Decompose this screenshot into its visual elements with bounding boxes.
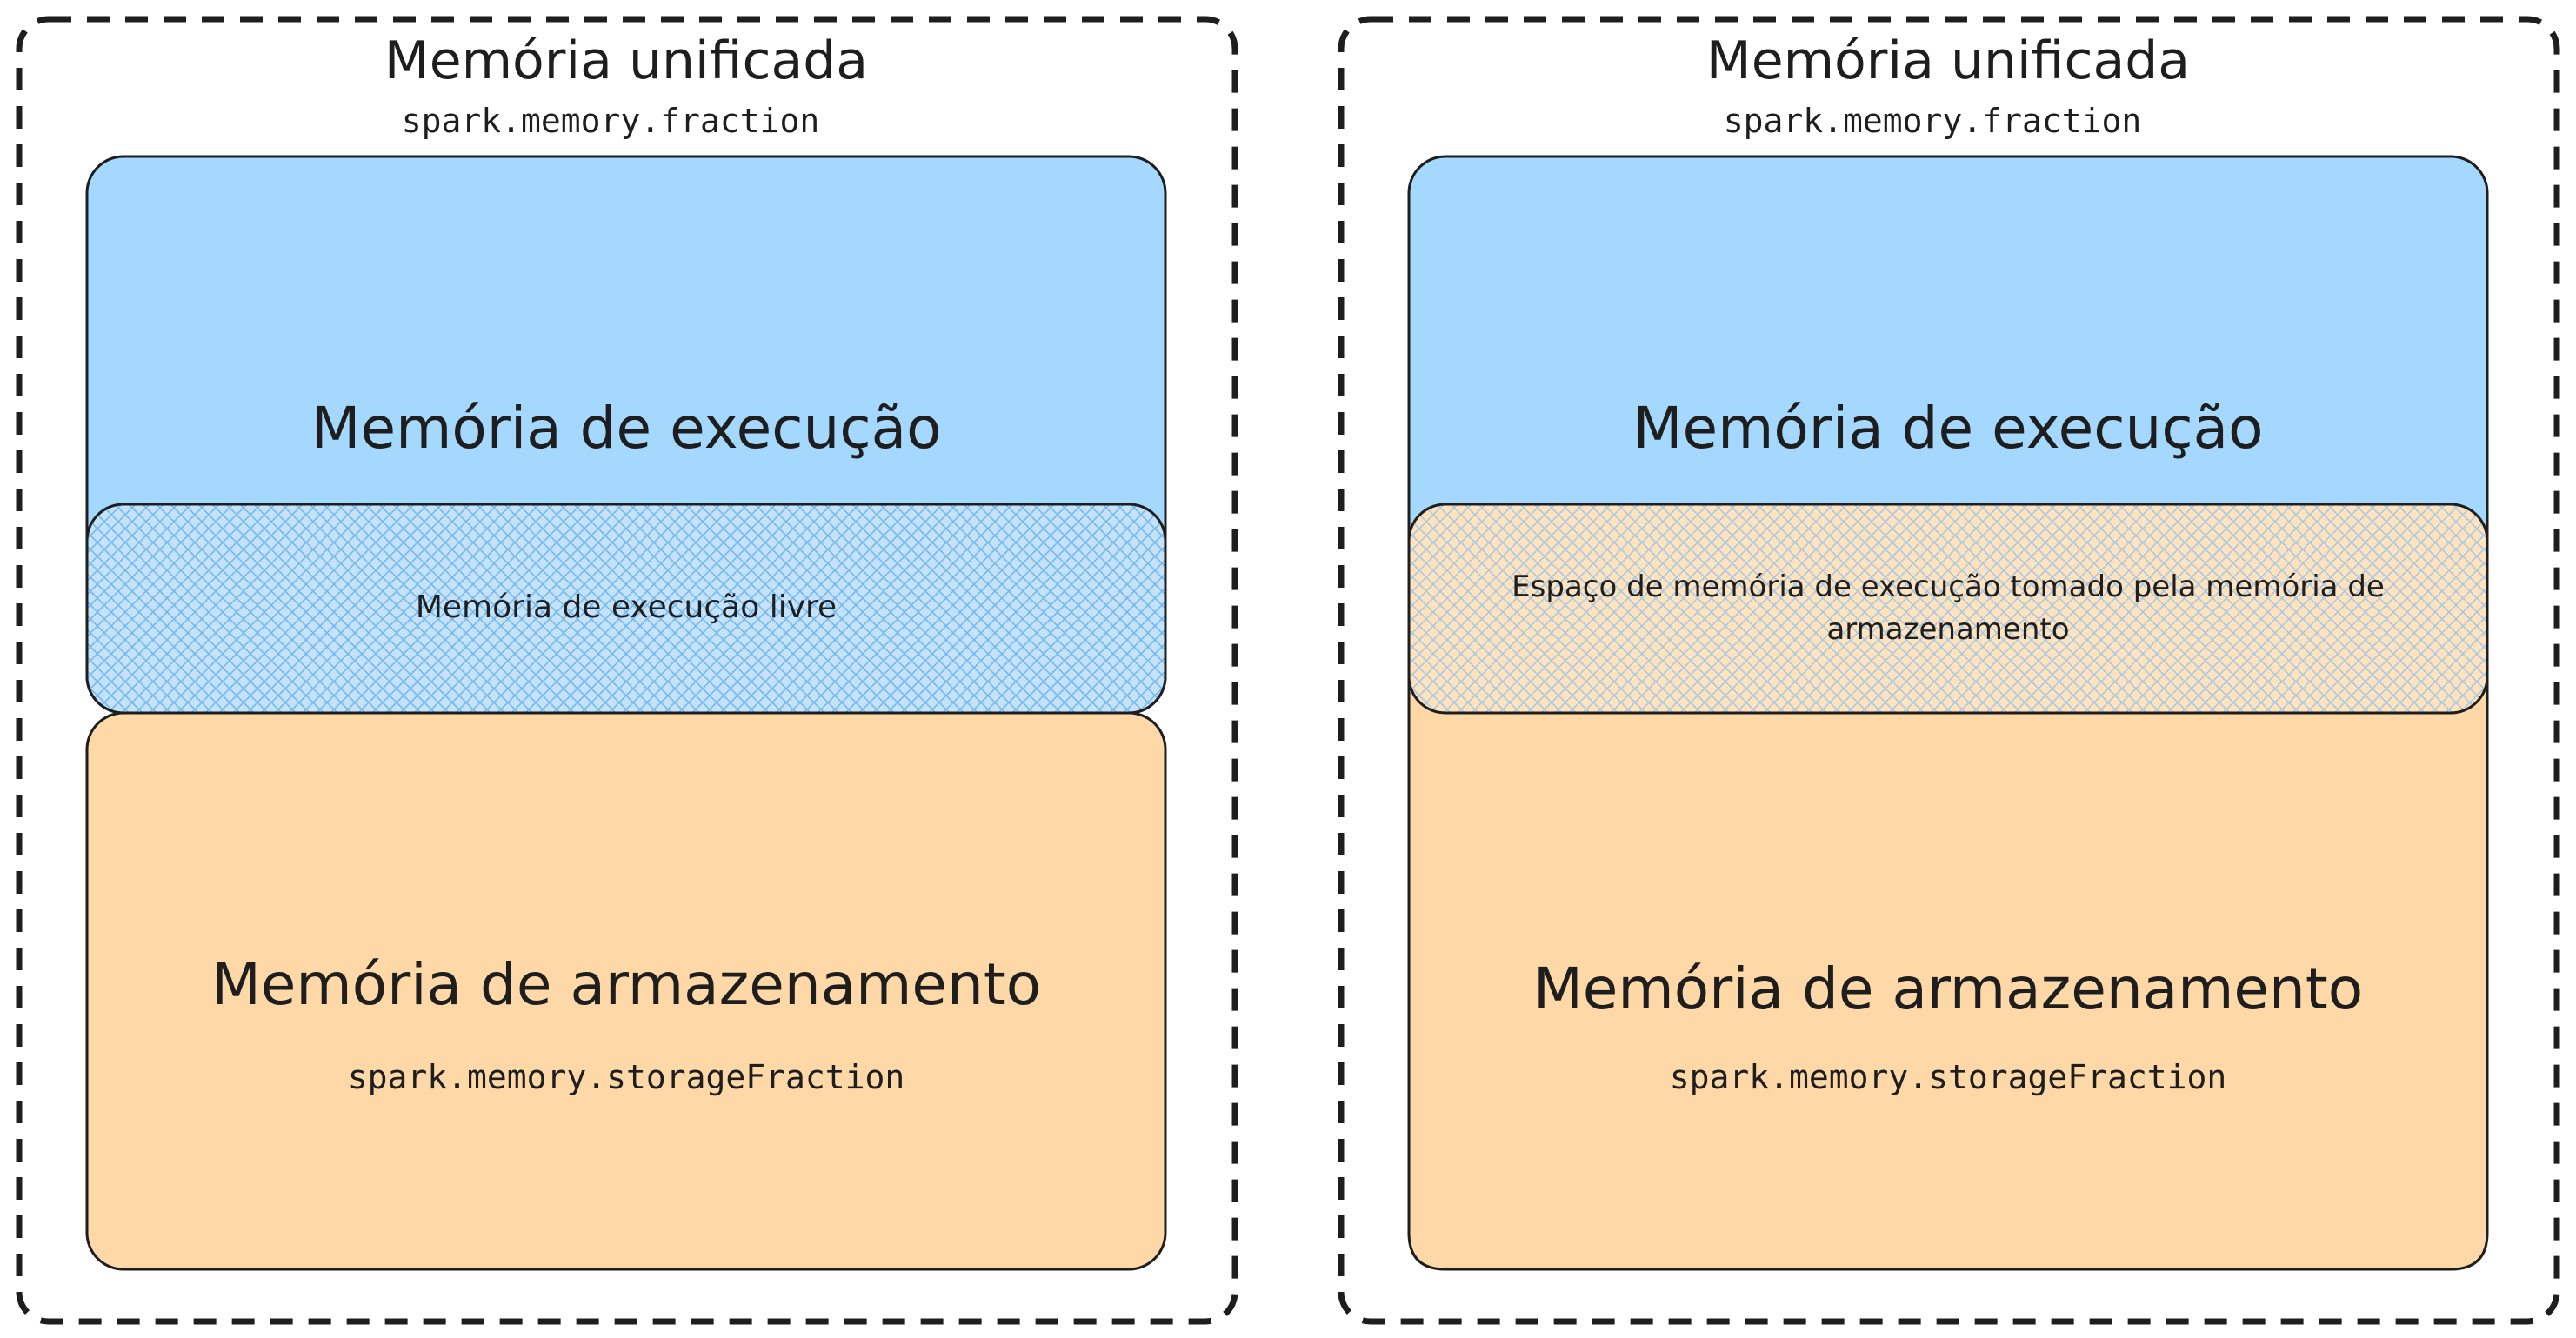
unified-memory-title: Memória unificada	[384, 30, 868, 91]
free-execution-memory-label: Memória de execução livre	[416, 589, 837, 625]
panel-left: Memória unificada spark.memory.fraction …	[16, 16, 1238, 1325]
memory-fraction-config: spark.memory.fraction	[1724, 102, 2141, 140]
storage-fraction-config: spark.memory.storageFraction	[348, 1058, 905, 1096]
execution-taken-by-storage-label-line2: armazenamento	[1826, 612, 2069, 647]
free-execution-memory-region	[85, 503, 1167, 715]
execution-taken-by-storage-region	[1407, 503, 2489, 715]
memory-fraction-config: spark.memory.fraction	[402, 102, 819, 140]
execution-memory-label: Memória de execução	[1633, 395, 2264, 462]
unified-memory-title: Memória unificada	[1706, 30, 2190, 91]
storage-memory-block	[1407, 676, 2489, 1271]
execution-taken-by-storage-label-line1: Espaço de memória de execução tomado pel…	[1512, 569, 2385, 604]
storage-fraction-config: spark.memory.storageFraction	[1670, 1058, 2227, 1096]
storage-memory-label: Memória de armazenamento	[211, 951, 1041, 1018]
unified-memory-dashed-border	[1338, 16, 2560, 1325]
storage-memory-label: Memória de armazenamento	[1533, 955, 2363, 1022]
panel-right: Memória unificada spark.memory.fraction …	[1338, 16, 2560, 1325]
execution-memory-label: Memória de execução	[311, 395, 942, 462]
unified-memory-dashed-border	[16, 16, 1238, 1325]
